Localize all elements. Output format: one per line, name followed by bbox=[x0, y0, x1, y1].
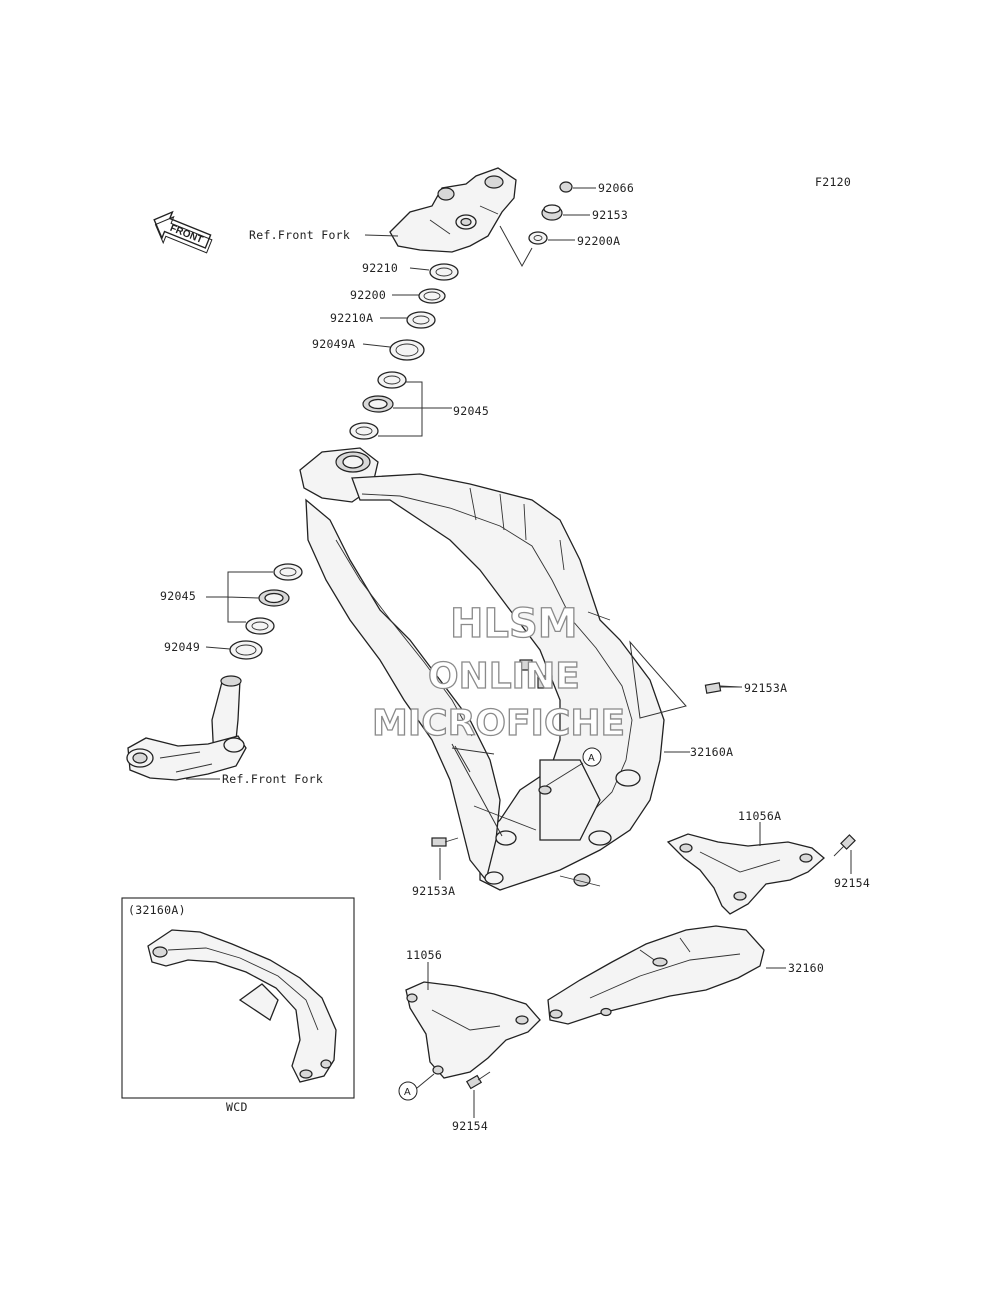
label-92210A: 92210A bbox=[330, 311, 373, 325]
inset-title: (32160A) bbox=[128, 903, 186, 917]
part-92153A-bolt-bottom bbox=[431, 837, 459, 847]
diagram-code: F2120 bbox=[815, 175, 851, 189]
callout-a-frame-letter: A bbox=[588, 753, 595, 764]
inset-caption: WCD bbox=[226, 1100, 248, 1114]
label-92200A: 92200A bbox=[577, 234, 620, 248]
part-92153A-bolt-right bbox=[704, 682, 741, 694]
main-frame bbox=[299, 447, 665, 891]
label-92049: 92049 bbox=[164, 640, 200, 654]
callout-a-bracket: A bbox=[398, 1081, 418, 1101]
label-92049A: 92049A bbox=[312, 337, 355, 351]
callout-a-bracket-letter: A bbox=[404, 1087, 411, 1098]
label-92066: 92066 bbox=[598, 181, 634, 195]
steering-stem-lower-bracket bbox=[126, 675, 247, 781]
part-32160-subframe bbox=[547, 925, 765, 1025]
part-92210A-nut bbox=[406, 311, 436, 329]
part-92154-bolt-right bbox=[833, 834, 856, 857]
label-92045-left: 92045 bbox=[160, 589, 196, 603]
part-92154-bolt-bottom bbox=[465, 1071, 491, 1090]
part-11056A-bracket bbox=[666, 833, 826, 915]
label-92154-right: 92154 bbox=[834, 876, 870, 890]
callout-a-frame: A bbox=[582, 747, 602, 767]
part-92210-nut bbox=[429, 263, 459, 281]
label-11056: 11056 bbox=[406, 948, 442, 962]
part-92049-seal bbox=[229, 640, 263, 660]
part-92153-nut bbox=[541, 204, 563, 221]
label-32160A: 32160A bbox=[690, 745, 733, 759]
top-bracket bbox=[389, 167, 517, 253]
part-92200A-washer bbox=[528, 231, 548, 245]
part-92049A-seal bbox=[389, 339, 425, 361]
label-92153A-bottom: 92153A bbox=[412, 884, 455, 898]
inset-32160A: (32160A) WCD bbox=[121, 897, 355, 1114]
part-92066-cap bbox=[559, 181, 573, 193]
label-92153A-right: 92153A bbox=[744, 681, 787, 695]
ref-front-fork-top: Ref.Front Fork bbox=[249, 228, 350, 242]
part-92045-upper-bearing bbox=[349, 371, 407, 440]
watermark-line-1: HLSM bbox=[450, 601, 578, 647]
part-92200-washer bbox=[418, 288, 446, 304]
label-92200: 92200 bbox=[350, 288, 386, 302]
label-92153: 92153 bbox=[592, 208, 628, 222]
ref-front-fork-bottom: Ref.Front Fork bbox=[222, 772, 323, 786]
label-92045-top: 92045 bbox=[453, 404, 489, 418]
front-direction-arrow: FRONT bbox=[153, 210, 213, 254]
watermark-line-2: ONLINE bbox=[428, 656, 580, 697]
label-92154-bottom: 92154 bbox=[452, 1119, 488, 1133]
part-92045-lower-bearing bbox=[245, 563, 303, 635]
label-92210: 92210 bbox=[362, 261, 398, 275]
watermark: HLSM ONLINE MICROFICHE bbox=[371, 600, 625, 744]
part-11056-bracket bbox=[405, 981, 541, 1079]
label-11056A: 11056A bbox=[738, 809, 781, 823]
watermark-line-3: MICROFICHE bbox=[372, 703, 625, 744]
label-32160: 32160 bbox=[788, 961, 824, 975]
